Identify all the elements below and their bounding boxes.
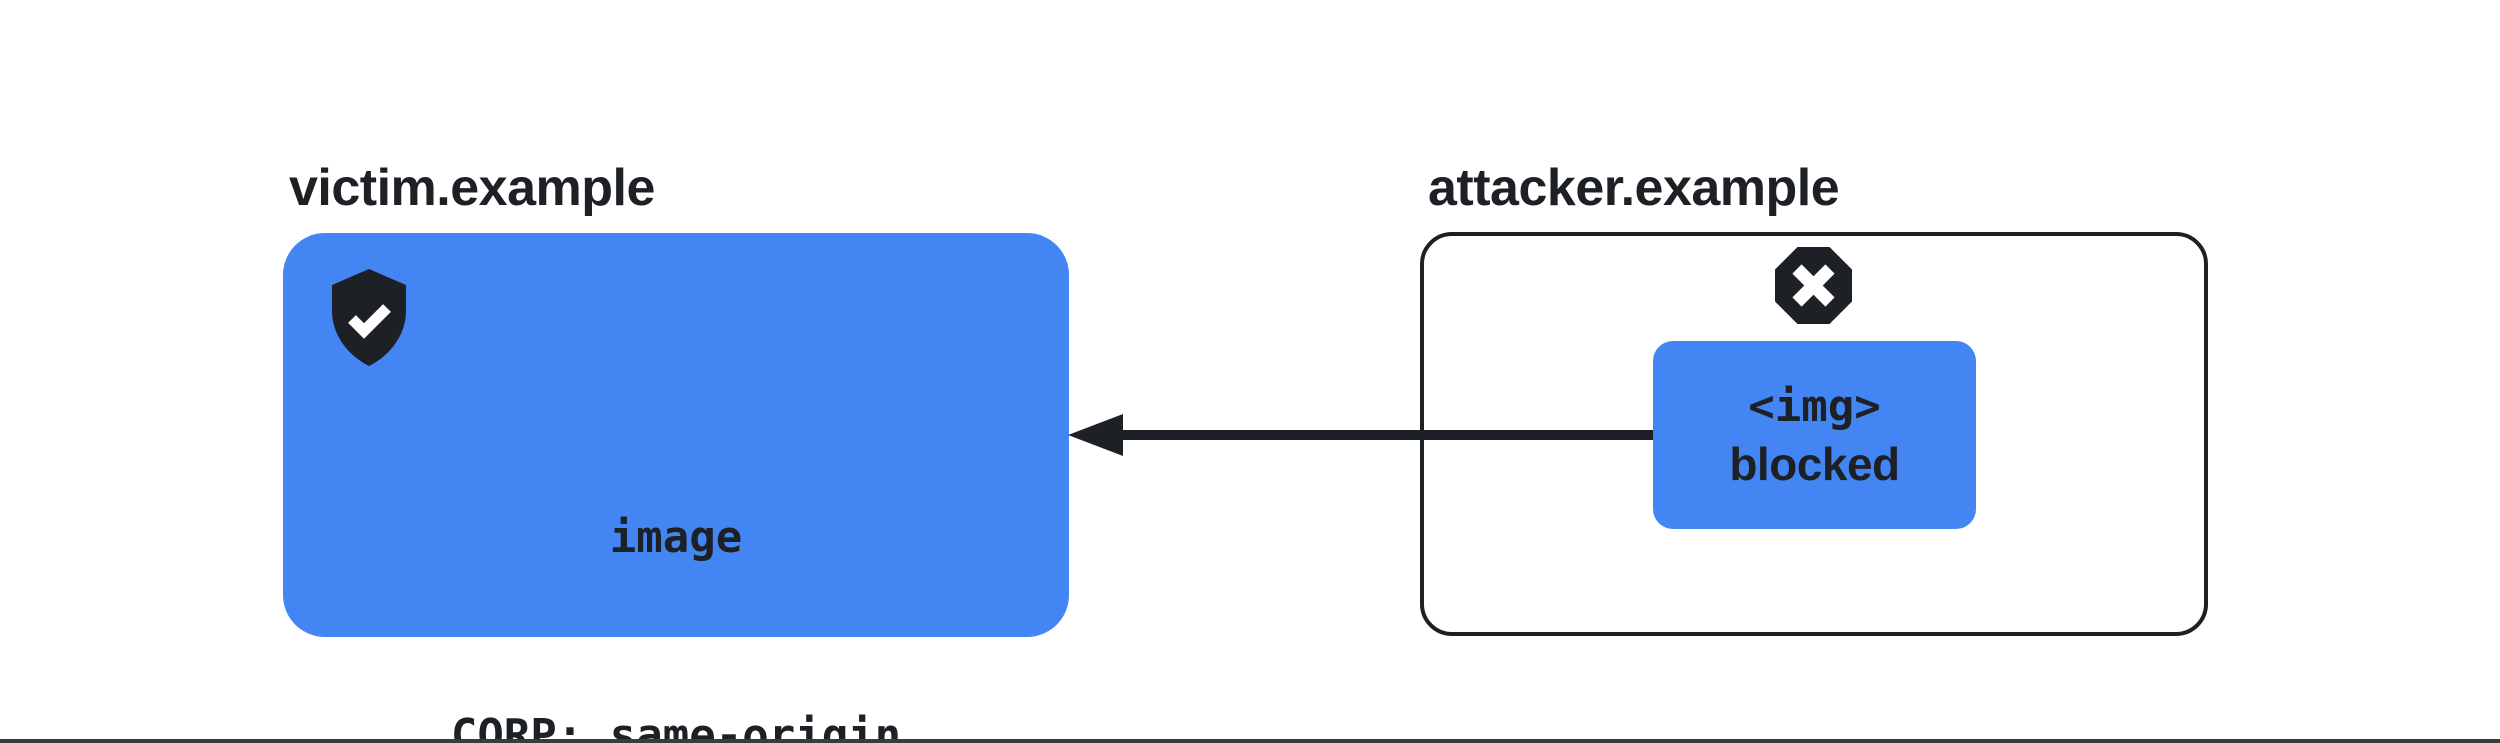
attacker-page-card: <img> blocked (1420, 232, 2208, 636)
img-tag-text: <img> (1748, 381, 1881, 432)
arrow-shaft (1121, 430, 1653, 440)
victim-resource-text: image CORP: same-origin (283, 373, 1069, 743)
arrow-head-icon (1068, 414, 1123, 456)
victim-domain-label: victim.example (289, 159, 655, 217)
blocked-request-card: <img> blocked (1653, 341, 1976, 529)
blocked-label-text: blocked (1729, 438, 1900, 490)
blocked-x-icon (1775, 247, 1852, 324)
shield-check-icon (332, 269, 406, 366)
corp-policy-text: CORP: same-origin (450, 710, 902, 743)
attacker-domain-label: attacker.example (1428, 159, 1840, 217)
resource-name-text: image (609, 512, 743, 563)
bottom-divider (0, 739, 2500, 743)
victim-resource-card: image CORP: same-origin (283, 233, 1069, 743)
